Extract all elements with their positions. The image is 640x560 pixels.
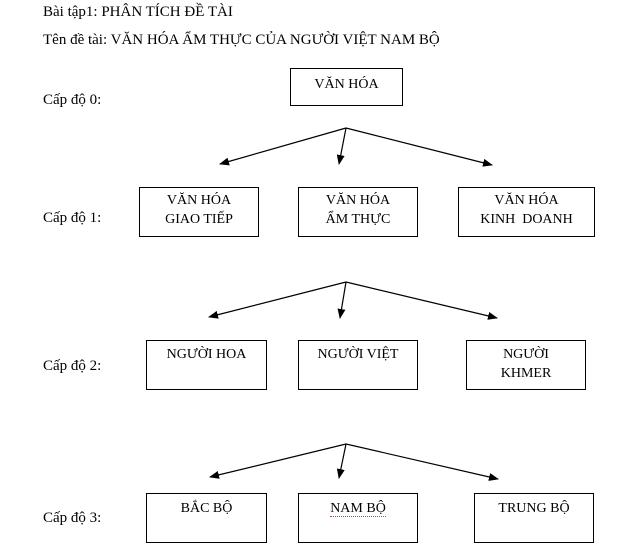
node-van-hoa-am-thuc: VĂN HÓA ẨM THỰC [298,187,418,237]
node-van-hoa: VĂN HÓA [290,68,403,106]
arrow-am-thuc-to-nguoi-viet [337,281,347,319]
level-1-label: Cấp độ 1: [43,210,102,226]
node-van-hoa-giao-tiep: VĂN HÓA GIAO TIẾP [139,187,259,237]
arrow-root-to-am-thuc [336,127,347,165]
exercise-title: Bài tập1: PHÂN TÍCH ĐỀ TÀI [43,4,233,20]
arrow-root-to-kinh-doanh [345,127,493,167]
node-label-line2: KINH DOANH [480,212,573,227]
level-2-label: Cấp độ 2: [43,358,102,374]
node-nam-bo: NAM BỘ [298,493,418,543]
arrow-viet-to-bac-bo [209,443,347,479]
node-nguoi-viet: NGƯỜI VIỆT [298,340,418,390]
node-label-line1: VĂN HÓA [325,193,391,208]
node-label-line1: NGƯỜI HOA [166,347,247,362]
arrow-root-to-giao-tiep [219,127,347,166]
nam-bo-text: NAM BỘ [330,501,386,517]
node-label-line2: ẨM THỰC [325,212,391,227]
node-label-line1: NGƯỜI VIỆT [317,347,399,362]
node-van-hoa-kinh-doanh: VĂN HÓA KINH DOANH [458,187,595,237]
level-0-label: Cấp độ 0: [43,92,102,108]
arrow-am-thuc-to-khmer [345,281,498,320]
node-nguoi-khmer: NGƯỜI KHMER [466,340,586,390]
node-label-line2: GIAO TIẾP [165,212,233,227]
node-label-line1: NAM BỘ [299,499,417,518]
topic-title: Tên đề tài: VĂN HÓA ẨM THỰC CỦA NGƯỜI VI… [43,32,440,48]
node-label-line1: TRUNG BỘ [498,501,570,516]
node-label-line1: VĂN HÓA [166,193,232,208]
node-label-line1: BẮC BỘ [180,501,233,516]
node-bac-bo: BẮC BỘ [146,493,267,543]
level-3-label: Cấp độ 3: [43,510,102,526]
node-label-line1: NGƯỜI [503,347,549,362]
arrow-viet-to-nam-bo [336,443,347,479]
node-label-line2: KHMER [500,366,552,381]
node-label-line1: VĂN HÓA [494,193,559,208]
node-nguoi-hoa: NGƯỜI HOA [146,340,267,390]
arrow-am-thuc-to-nguoi-hoa [208,281,347,319]
node-van-hoa-label: VĂN HÓA [314,77,379,92]
arrow-viet-to-trung-bo [345,443,499,481]
node-trung-bo: TRUNG BỘ [474,493,594,543]
